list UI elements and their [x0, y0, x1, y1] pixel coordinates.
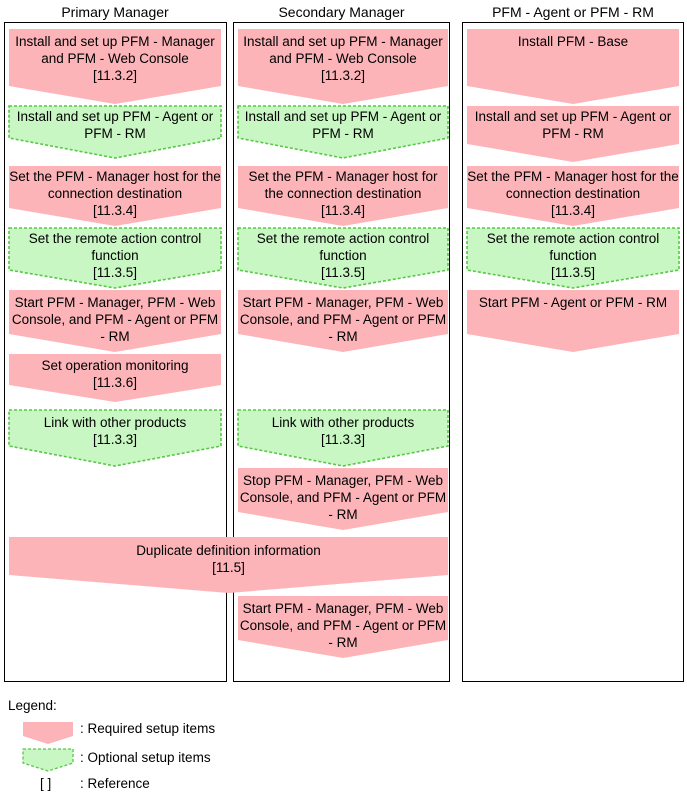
step-label: Install and set up PFM - Agent or PFM - …: [16, 109, 214, 141]
step-shape: [238, 29, 448, 104]
legend-title: Legend:: [8, 698, 57, 713]
step-label: Set the PFM - Manager host for the conne…: [9, 169, 221, 218]
step-label: Stop PFM - Manager, PFM - Web Console, a…: [239, 473, 447, 522]
legend-optional-text: : Optional setup items: [80, 750, 211, 765]
step-shape: [466, 227, 680, 289]
step-label: Set the PFM - Manager host for the conne…: [248, 169, 438, 218]
legend-reference-symbol: [ ]: [40, 776, 52, 791]
step-label: Install PFM - Base: [517, 34, 629, 49]
step-shape: [238, 468, 448, 530]
step-shape: [9, 354, 221, 402]
step-shape: [237, 409, 449, 467]
step-shape: [467, 166, 679, 226]
step-label: Set the PFM - Manager host for the conne…: [467, 169, 679, 218]
column-title-agent-rm: PFM - Agent or PFM - RM: [492, 4, 654, 20]
step-shape: [8, 105, 222, 159]
step-label: Link with other products[11.3.3]: [43, 415, 187, 447]
step-shape: [9, 166, 221, 226]
step-label: Install and set up PFM - Manager and PFM…: [243, 34, 443, 83]
step-label: Start PFM - Manager, PFM - Web Console, …: [239, 295, 447, 344]
legend-required-text: : Required setup items: [80, 721, 216, 736]
step-label: Link with other products[11.3.3]: [271, 415, 415, 447]
step-label: Start PFM - Manager, PFM - Web Console, …: [11, 295, 219, 344]
legend-optional-swatch: [22, 748, 74, 772]
step-label: Duplicate definition information[11.5]: [136, 543, 321, 575]
step-shape: [9, 290, 221, 352]
step-shape: [237, 227, 449, 289]
column-frame-primary-manager: [4, 22, 227, 682]
column-title-primary-manager: Primary Manager: [61, 4, 169, 20]
column-frame-agent-rm: [462, 22, 684, 682]
step-label: Start PFM - Agent or PFM - RM: [478, 295, 668, 310]
step-label: Set the remote action control function[1…: [486, 231, 660, 280]
legend-reference-text: : Reference: [80, 776, 150, 791]
step-shape: [8, 227, 222, 289]
step-shape: [238, 166, 448, 226]
step-label: Start PFM - Manager, PFM - Web Console, …: [239, 601, 447, 650]
column-title-secondary-manager: Secondary Manager: [278, 4, 405, 20]
legend-required-swatch: [23, 722, 73, 744]
step-label: Set operation monitoring[11.3.6]: [41, 358, 189, 390]
step-shape: [238, 290, 448, 352]
step-label: Set the remote action control function[1…: [28, 231, 202, 280]
step-shape: [238, 596, 448, 658]
step-shape: [9, 537, 448, 593]
step-shape: [467, 29, 679, 104]
step-shape: [467, 290, 679, 352]
step-shape: [467, 106, 679, 162]
column-frame-secondary-manager: [233, 22, 450, 682]
step-label: Install and set up PFM - Manager and PFM…: [15, 34, 215, 83]
step-shape: [9, 29, 221, 104]
step-label: Install and set up PFM - Agent or PFM - …: [244, 109, 442, 141]
step-shape: [237, 105, 449, 159]
step-label: Install and set up PFM - Agent or PFM - …: [474, 109, 672, 141]
step-shape: [8, 409, 222, 467]
step-label: Set the remote action control function[1…: [256, 231, 430, 280]
